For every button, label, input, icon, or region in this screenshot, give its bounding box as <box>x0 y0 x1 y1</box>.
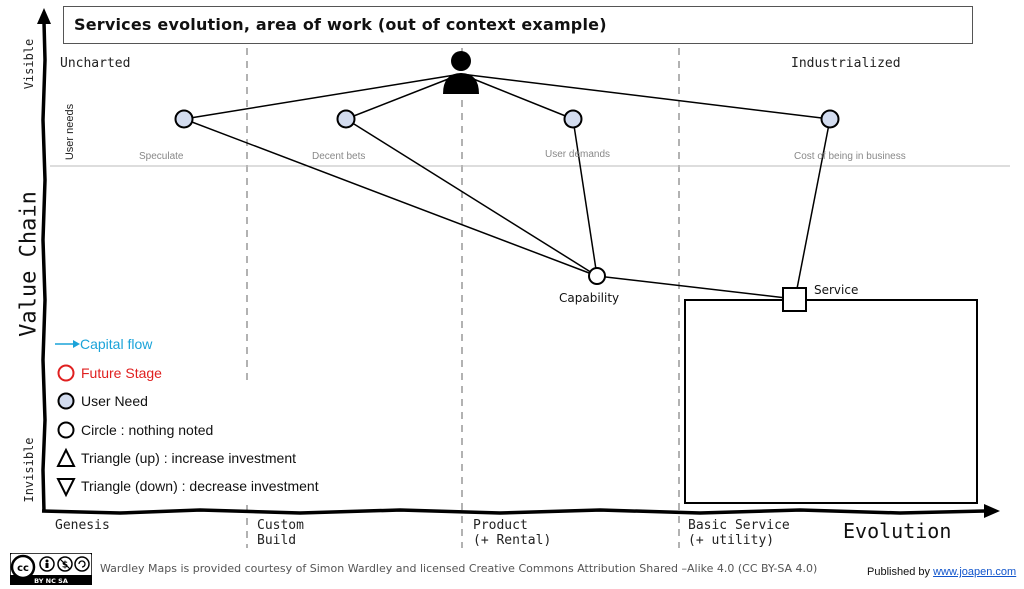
evolution-product-line1: Product <box>473 518 528 533</box>
service-node <box>782 287 807 312</box>
evolution-axis <box>41 508 986 515</box>
legend-triangle-up: Triangle (up) : increase investment <box>81 450 297 466</box>
evolution-genesis: Genesis <box>55 518 110 533</box>
legend-triangle-down: Triangle (down) : decrease investment <box>81 478 319 494</box>
evolution-arrowhead <box>984 504 1000 518</box>
cc-license-badge: cc $ BY NC SA <box>10 553 92 585</box>
license-text: Wardley Maps is provided courtesy of Sim… <box>100 562 818 575</box>
link-user-demands <box>460 73 574 120</box>
user-need-legend-icon <box>57 392 75 410</box>
value-chain-axis <box>41 21 47 513</box>
evolution-custom: Custom Build <box>257 518 304 548</box>
link-capability-service <box>596 275 796 300</box>
axis-user-needs-label: User needs <box>64 103 76 161</box>
label-user-demands: User demands <box>545 149 611 160</box>
axis-invisible-label: Invisible <box>22 437 36 503</box>
page-title: Services evolution, area of work (out of… <box>74 15 607 34</box>
link-speculate-capability <box>183 118 598 277</box>
legend-circle: Circle : nothing noted <box>81 422 214 438</box>
evolution-product: Product (+ Rental) <box>473 518 551 548</box>
link-user-cost <box>460 73 831 120</box>
evolution-product-line2: (+ Rental) <box>473 533 552 548</box>
capability-label: Capability <box>559 291 620 305</box>
user-icon <box>443 51 479 94</box>
legend-capital-flow: Capital flow <box>80 336 153 352</box>
user-need-node-cost <box>820 109 840 129</box>
evolution-custom-line1: Custom <box>257 518 304 533</box>
evolution-custom-line2: Build <box>257 533 297 548</box>
circle-legend-icon <box>57 421 75 439</box>
evolution-basic-line2: (+ utility) <box>688 533 775 548</box>
evolution-basic-line1: Basic Service <box>688 518 790 533</box>
triangle-up-icon <box>56 447 76 467</box>
stage-industrialized: Industrialized <box>791 56 901 71</box>
value-chain-arrowhead <box>37 8 51 24</box>
cc-badge-text: BY NC SA <box>34 577 68 585</box>
link-cost-service <box>794 118 831 300</box>
link-user-speculate <box>183 73 462 120</box>
label-decent-bets: Decent bets <box>312 151 366 162</box>
user-need-node-speculate <box>174 109 194 129</box>
label-speculate: Speculate <box>139 151 184 162</box>
legend-user-need: User Need <box>81 393 148 409</box>
future-stage-icon <box>57 364 75 382</box>
capital-flow-arrowhead-icon <box>73 340 80 348</box>
service-area-box <box>684 299 978 504</box>
link-decent-bets-capability <box>345 118 598 277</box>
stage-uncharted: Uncharted <box>60 56 131 71</box>
axis-visible-label: Visible <box>22 38 36 90</box>
evolution-basic-service: Basic Service (+ utility) <box>688 518 790 548</box>
svg-text:cc: cc <box>17 563 29 574</box>
title-box: Services evolution, area of work (out of… <box>63 6 973 44</box>
link-demands-capability <box>572 118 598 277</box>
axis-value-chain-label: Value Chain <box>16 191 42 337</box>
user-need-node-decent-bets <box>336 109 356 129</box>
evolution-axis-label: Evolution <box>843 519 952 543</box>
legend-future-stage: Future Stage <box>81 365 162 381</box>
published-by: Published by www.joapen.com <box>867 566 1016 578</box>
link-user-decent-bets <box>345 73 462 120</box>
user-need-node-user-demands <box>563 109 583 129</box>
publisher-link[interactable]: www.joapen.com <box>933 566 1017 578</box>
label-cost-of-business: Cost of being in business <box>794 151 906 162</box>
triangle-down-icon <box>56 478 76 498</box>
service-label: Service <box>814 283 859 297</box>
svg-text:$: $ <box>62 561 68 571</box>
capability-node <box>588 267 606 285</box>
published-by-label: Published by <box>867 566 930 578</box>
